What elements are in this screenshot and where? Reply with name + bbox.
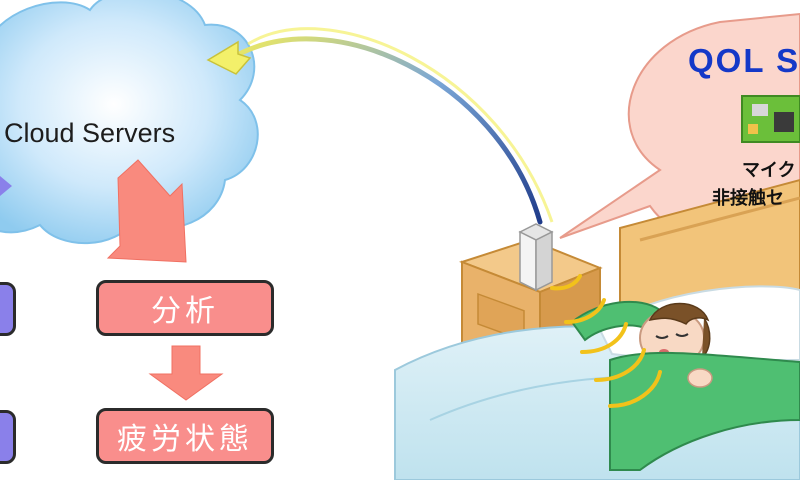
bubble-line-2: 非接触セ	[712, 188, 784, 209]
left-box-bottom	[0, 410, 16, 464]
analysis-box: 分析	[96, 280, 274, 336]
left-box-top	[0, 282, 16, 336]
qol-title: QOL S	[688, 42, 800, 79]
upload-arc-arrow	[206, 27, 554, 225]
bubble-line-1: マイク	[742, 160, 796, 181]
sensor-board-icon	[741, 95, 800, 143]
sensing-waves	[550, 274, 662, 408]
analysis-label: 分析	[151, 294, 219, 329]
cloud-servers-label: Cloud Servers	[4, 118, 176, 148]
cloud-shape	[0, 0, 259, 245]
arrow-cloud-to-analysis	[106, 159, 187, 263]
sensor-device	[518, 223, 554, 292]
fatigue-state-box: 疲労状態	[96, 408, 274, 464]
arrow-analysis-to-fatigue	[148, 345, 224, 401]
arrow-left-partial	[0, 176, 12, 196]
fatigue-state-label: 疲労状態	[117, 422, 253, 457]
